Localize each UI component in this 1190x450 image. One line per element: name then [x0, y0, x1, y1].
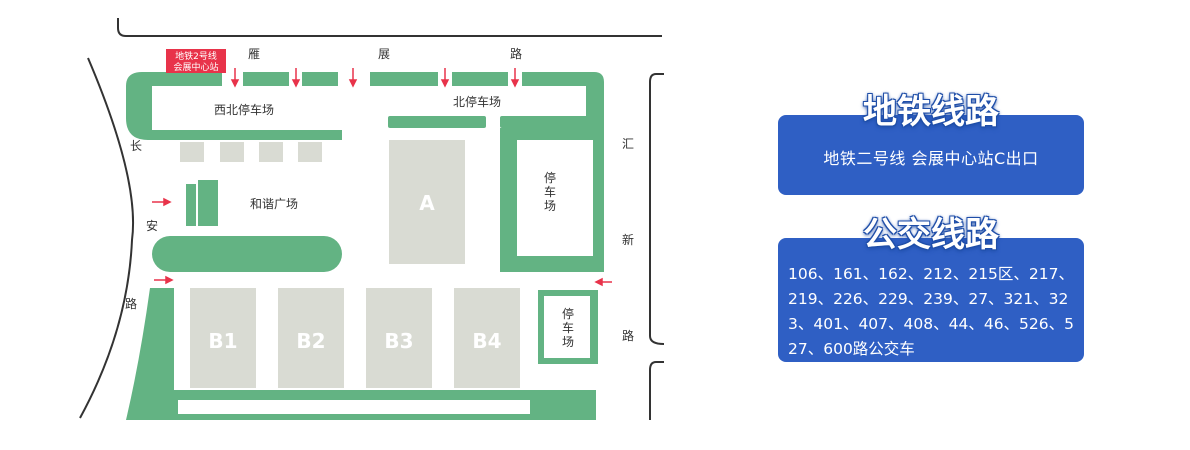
road-west-edge [79, 57, 135, 419]
metro-route-text: 地铁二号线 会展中心站C出口 [823, 149, 1039, 168]
parking-east-char-3: 场 [544, 199, 556, 213]
parking-northwest-label: 西北停车场 [214, 102, 274, 117]
parking-squares [180, 142, 322, 162]
road-north-edge [117, 18, 662, 37]
hall-b3[interactable] [366, 288, 432, 388]
parking-southeast-char-1: 停 [562, 306, 574, 321]
arrow-down-icon [510, 68, 520, 88]
arrow-left-icon [594, 277, 612, 287]
road-north-char-3: 路 [510, 46, 522, 61]
parking-southeast-char-2: 车 [562, 320, 574, 335]
road-north-char-2: 展 [378, 47, 390, 61]
parking-north-label: 北停车场 [453, 94, 501, 109]
road-east-edge-lower [649, 361, 664, 420]
parking-east-char-2: 车 [544, 184, 556, 199]
parking-southeast-char-3: 场 [562, 335, 574, 349]
hall-b2-label: B2 [296, 329, 325, 353]
metro-route-title: 地铁线路 [863, 92, 999, 132]
hall-a[interactable] [389, 140, 465, 264]
hall-b4-label: B4 [472, 329, 501, 353]
hall-b4[interactable] [454, 288, 520, 388]
metro-badge-line1: 地铁2号线 [175, 50, 217, 62]
entrance-arrows [152, 68, 612, 287]
venue-map: A B1 B2 B3 B4 地铁2号线 会展中心站 雁 展 路 长 安 路 汇 … [79, 18, 665, 420]
plaza-label: 和谐广场 [250, 197, 298, 211]
metro-badge-line2: 会展中心站 [173, 61, 218, 73]
hall-b3-label: B3 [384, 329, 413, 353]
road-west-char-2: 安 [146, 218, 158, 233]
parking-east-char-1: 停 [544, 170, 556, 185]
southwest-green [126, 288, 596, 420]
hall-b1-label: B1 [208, 329, 237, 353]
road-west-char-1: 长 [130, 139, 142, 153]
bus-route-title: 公交线路 [863, 215, 999, 255]
arrow-down-icon [230, 68, 240, 88]
metro-station-badge[interactable] [166, 49, 226, 73]
hall-b2[interactable] [278, 288, 344, 388]
hall-b1[interactable] [190, 288, 256, 388]
arrow-down-icon [440, 68, 450, 88]
northwest-green [126, 72, 342, 140]
arrow-right-icon [154, 275, 174, 285]
road-east-char-3: 路 [622, 328, 634, 343]
road-east-edge-upper [649, 73, 665, 345]
metro-route-card: 地铁二号线 会展中心站C出口 [778, 115, 1084, 195]
bus-route-card: 106、161、162、212、215区、217、219、226、229、239… [778, 238, 1084, 362]
hall-a-label: A [419, 191, 435, 215]
arrow-down-icon [291, 68, 301, 88]
arrow-right-icon [152, 197, 172, 207]
road-east-char-1: 汇 [622, 137, 634, 151]
arrow-down-icon [348, 68, 358, 88]
road-north-char-1: 雁 [248, 47, 260, 61]
bus-route-text: 106、161、162、212、215区、217、219、226、229、239… [788, 265, 1075, 358]
road-west-char-3: 路 [125, 296, 137, 311]
road-east-char-2: 新 [622, 232, 634, 247]
